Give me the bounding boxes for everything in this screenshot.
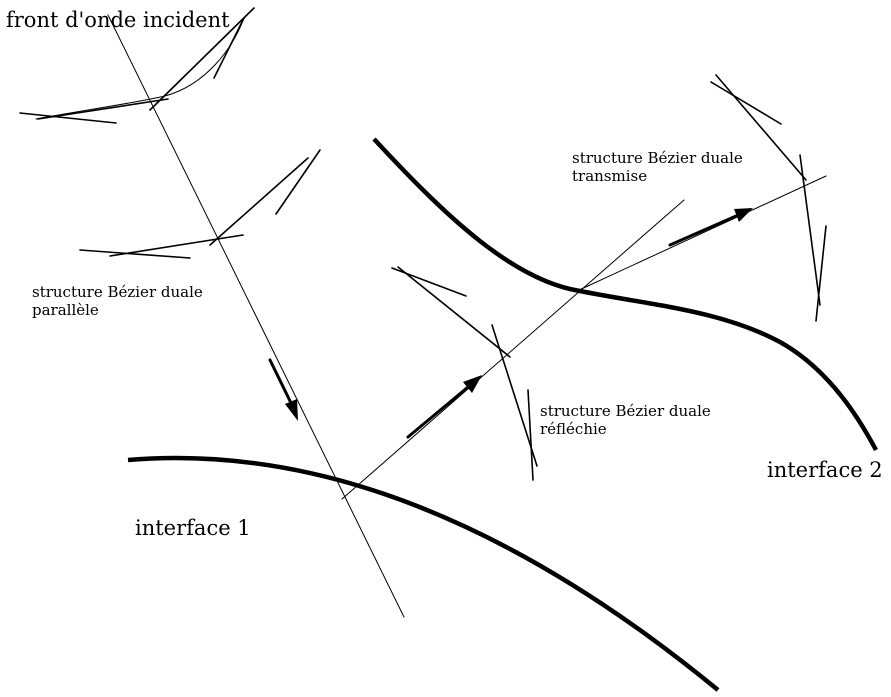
reflected-ray: [341, 199, 685, 500]
parallel-structure-label-1: structure Bézier duale: [32, 283, 203, 301]
reflected-arrow: [406, 375, 482, 439]
reflected-structure: [391, 266, 538, 481]
parallel-structure-label-2: parallèle: [32, 301, 99, 319]
interface-1-curve: [127, 455, 720, 692]
reflected-structure-label-1: structure Bézier duale: [540, 402, 711, 420]
transmitted-arrow: [668, 208, 753, 247]
interface-2-label: interface 2: [767, 458, 883, 482]
incident-arrow: [268, 358, 298, 421]
incident-ray: [107, 14, 405, 618]
incident-front-label: front d'onde incident: [6, 8, 230, 32]
interface-2-curve: [372, 137, 878, 452]
incident-wavefront: [19, 7, 255, 124]
transmitted-structure-label-2: transmise: [572, 167, 647, 185]
transmitted-structure-label-1: structure Bézier duale: [572, 149, 743, 167]
transmitted-ray: [576, 175, 827, 292]
reflected-structure-label-2: réfléchie: [540, 420, 607, 438]
interface-1-label: interface 1: [135, 516, 251, 540]
parallel-structure: [79, 149, 321, 259]
transmitted-structure: [710, 74, 827, 322]
